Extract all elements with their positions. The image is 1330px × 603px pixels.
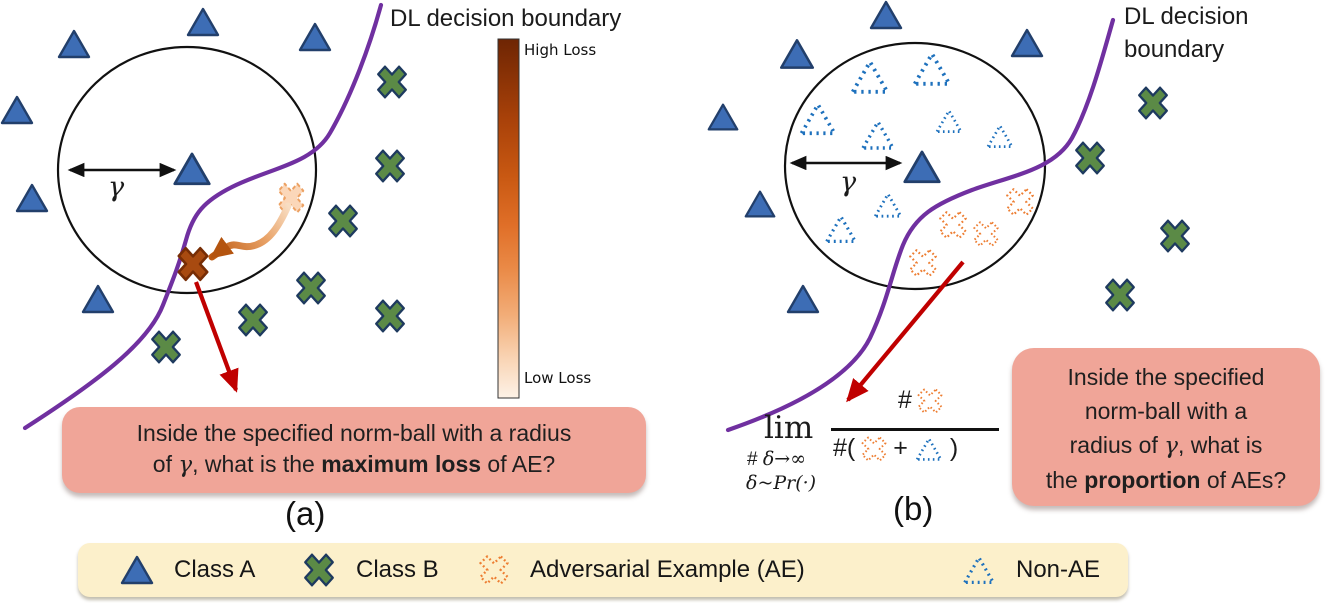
class-a-marker	[57, 29, 91, 59]
radius-gamma-label-a: γ	[108, 172, 125, 203]
non-ae-marker	[935, 109, 963, 133]
fraction-numerator: #	[898, 386, 944, 415]
gamma-symbol: γ	[1164, 433, 1178, 459]
callout-b-line3: radius of γ, what is	[1069, 432, 1263, 459]
class-a-marker	[786, 284, 820, 314]
legend-item-non-ae: Non-AE	[962, 543, 1100, 597]
panel-a-class-a-markers	[0, 7, 332, 314]
legend-label: Class B	[356, 556, 439, 583]
class-b-marker	[143, 322, 189, 372]
class-a-marker	[1010, 28, 1044, 58]
class-b-x-icon	[302, 552, 336, 588]
boundary-label-a: DL decision boundary	[390, 5, 622, 32]
limit-operator: lim	[764, 410, 814, 446]
ae-marker	[902, 242, 944, 284]
class-b-marker	[1152, 211, 1198, 261]
callout-b-line2: norm-ball with a	[1084, 398, 1248, 424]
class-a-triangle-icon	[120, 555, 154, 585]
caption-a: (a)	[285, 495, 326, 532]
class-b-marker	[367, 291, 413, 341]
non-ae-marker	[850, 59, 890, 94]
class-a-marker	[744, 190, 776, 218]
boundary-label-b-line2: boundary	[1124, 36, 1225, 63]
ae-icon	[915, 386, 944, 415]
gradient-attack-arrow	[208, 202, 292, 261]
class-a-marker	[15, 183, 49, 213]
decision-boundary-curve	[22, 2, 384, 431]
boundary-label-b-line1: DL decision	[1124, 3, 1249, 30]
fraction-denominator: #( + )	[833, 434, 958, 463]
question-callout-a: Inside the specified norm-ball with a ra…	[62, 407, 646, 493]
boundary-label-b: DL decision boundary	[1124, 0, 1249, 66]
adversarial-example-icon	[478, 553, 510, 587]
adversarial-example-light	[271, 175, 311, 221]
legend-item-ae: Adversarial Example (AE)	[478, 543, 805, 597]
non-ae-marker	[873, 192, 903, 218]
class-b-marker	[1067, 133, 1113, 183]
class-b-marker	[369, 57, 415, 107]
colorbar-low-label: Low Loss	[524, 369, 592, 387]
class-a-center-marker	[173, 152, 211, 186]
class-a-marker	[707, 103, 739, 131]
non-ae-marker	[986, 124, 1014, 148]
non-ae-marker	[825, 215, 857, 244]
callout-a-line2: of γ, what is the maximum loss of AE?	[152, 451, 556, 478]
non-ae-icon	[915, 436, 943, 461]
callout-b-line1: Inside the specified	[1067, 364, 1265, 390]
limit-subscript-2: δ~Pr(·)	[746, 472, 817, 494]
panel-a	[0, 2, 520, 431]
non-ae-marker	[912, 51, 952, 86]
gamma-symbol: γ	[178, 452, 193, 478]
legend-item-class-a: Class A	[120, 543, 255, 597]
question-callout-b: Inside the specified norm-ball with a ra…	[1012, 348, 1320, 506]
norm-ball-circle	[56, 45, 318, 295]
panel-b-ae-markers	[902, 181, 1041, 284]
panel-a-class-b-markers	[143, 57, 415, 372]
caption-b: (b)	[893, 490, 934, 527]
non-ae-triangle-icon	[963, 556, 995, 585]
colorbar-high-label: High Loss	[524, 41, 597, 59]
class-a-marker	[779, 39, 815, 69]
non-ae-marker	[799, 102, 837, 136]
class-b-marker	[320, 196, 366, 246]
class-b-marker	[230, 295, 276, 345]
legend-label: Adversarial Example (AE)	[530, 556, 805, 583]
panel-b	[707, 0, 1198, 433]
legend-label: Non-AE	[1016, 556, 1101, 583]
legend-label: Class A	[174, 556, 256, 583]
decision-boundary-curve-b	[725, 17, 1116, 433]
ae-marker	[932, 204, 974, 246]
norm-ball-circle-b	[783, 41, 1047, 291]
class-a-marker	[869, 0, 903, 30]
class-a-center-marker	[903, 150, 941, 184]
legend-bar: Class A Class B Adversarial Example (AE)…	[78, 543, 1128, 597]
proportion-formula: lim # δ→∞ δ~Pr(·) # #( + )	[726, 386, 1026, 506]
callout-b-line4: the proportion of AEs?	[1045, 467, 1287, 493]
loss-colorbar	[497, 38, 520, 399]
ae-icon	[860, 434, 889, 463]
limit-subscript-1: # δ→∞	[747, 448, 807, 470]
class-b-marker	[288, 263, 334, 313]
class-b-marker	[1130, 78, 1176, 128]
fraction-bar	[831, 428, 999, 431]
ae-marker	[967, 215, 1005, 253]
radius-gamma-label-b: γ	[840, 167, 857, 198]
panel-b-non-ae-markers	[799, 51, 1014, 244]
class-a-marker	[0, 95, 34, 125]
panel-b-class-b-markers	[1067, 78, 1198, 320]
callout-a-line1: Inside the specified norm-ball with a ra…	[136, 420, 572, 446]
class-b-marker	[1097, 270, 1143, 320]
class-a-marker	[298, 22, 332, 52]
pointer-arrow-b	[846, 260, 965, 403]
class-a-marker	[186, 7, 220, 37]
class-a-marker	[81, 284, 115, 314]
pointer-arrow-a	[194, 281, 239, 393]
legend-item-class-b: Class B	[302, 543, 439, 597]
class-b-marker	[367, 141, 413, 191]
non-ae-marker	[861, 120, 895, 150]
